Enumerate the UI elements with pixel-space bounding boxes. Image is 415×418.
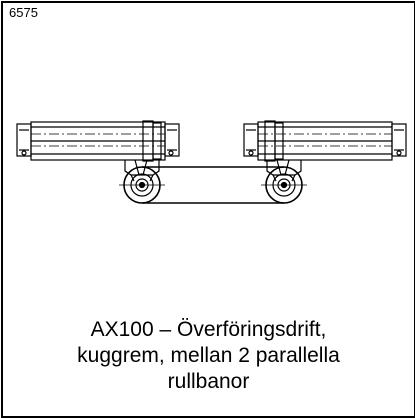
left-conveyor	[16, 120, 180, 162]
right-conveyor	[243, 120, 407, 162]
transfer-drive-diagram	[16, 120, 407, 204]
caption-line-3: rullbanor	[167, 370, 250, 393]
right-pulley	[261, 166, 307, 204]
toothed-belt	[142, 166, 284, 204]
caption-line-2: kuggrem, mellan 2 parallella	[77, 344, 340, 367]
drawing-number: 6575	[9, 5, 38, 20]
caption: AX100 – Överföringsdrift, kuggrem, mella…	[3, 317, 414, 395]
caption-line-1: AX100 – Överföringsdrift,	[90, 318, 327, 341]
left-pulley	[119, 166, 165, 204]
